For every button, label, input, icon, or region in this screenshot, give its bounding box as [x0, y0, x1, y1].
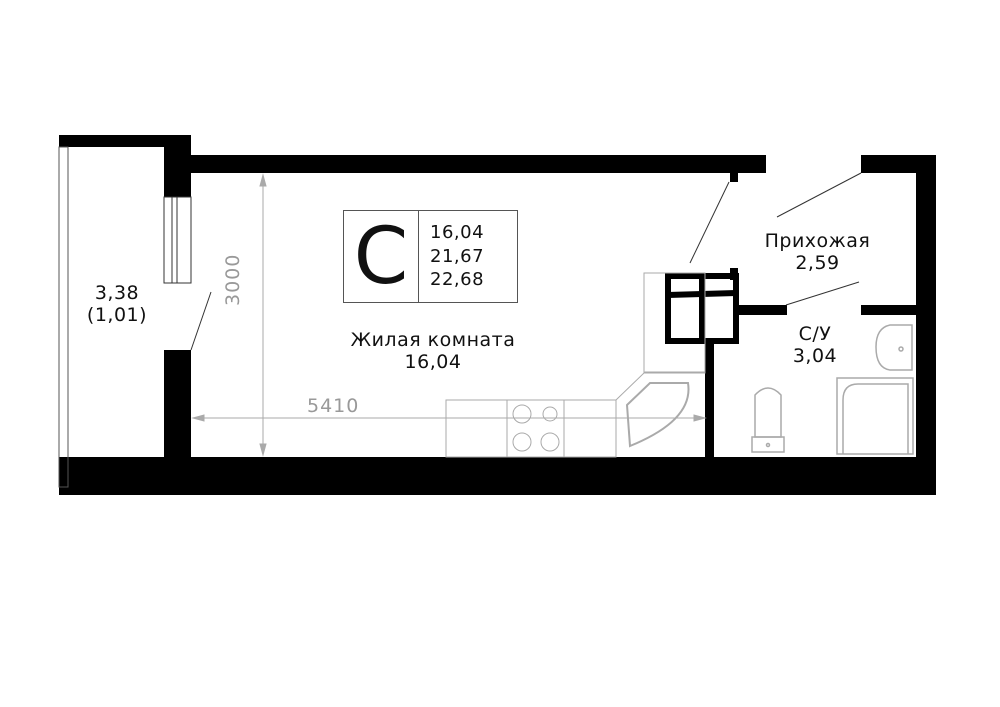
balcony-glazing	[58, 146, 69, 488]
living-room-name: Жилая комната	[350, 329, 516, 351]
door-swings	[190, 172, 862, 351]
bathroom-name: С/У	[798, 323, 832, 345]
kitchen-counter	[445, 272, 706, 458]
stove	[512, 404, 560, 452]
window	[163, 196, 192, 284]
apartment-areas: 16,04 21,67 22,68	[419, 211, 517, 302]
balcony-area: 3,38	[94, 282, 140, 304]
width-dimension: 5410	[307, 395, 360, 417]
dimension-lines	[191, 173, 707, 457]
hallway-name: Прихожая	[764, 230, 871, 252]
living-area-value: 16,04	[430, 221, 485, 243]
bathroom-fixtures	[751, 324, 914, 455]
apartment-type-letter: С	[344, 211, 419, 302]
hallway-label: Прихожая 2,59	[745, 230, 890, 275]
height-dimension: 3000	[222, 253, 244, 306]
wardrobe	[665, 273, 739, 344]
corner-sink	[625, 382, 690, 448]
hallway-area: 2,59	[795, 251, 840, 274]
balcony-reduced-area: (1,01)	[86, 303, 148, 326]
total-with-balcony-value: 22,68	[430, 269, 485, 291]
walls	[59, 135, 936, 495]
apartment-type-badge: С 16,04 21,67 22,68	[343, 210, 518, 303]
bathroom-label: С/У 3,04	[780, 323, 850, 368]
living-room-label: Жилая комната 16,04	[318, 329, 548, 374]
balcony-label: 3,38 (1,01)	[72, 282, 162, 327]
living-room-area: 16,04	[404, 350, 462, 373]
bathroom-area: 3,04	[792, 344, 838, 367]
total-area-value: 21,67	[430, 245, 485, 267]
